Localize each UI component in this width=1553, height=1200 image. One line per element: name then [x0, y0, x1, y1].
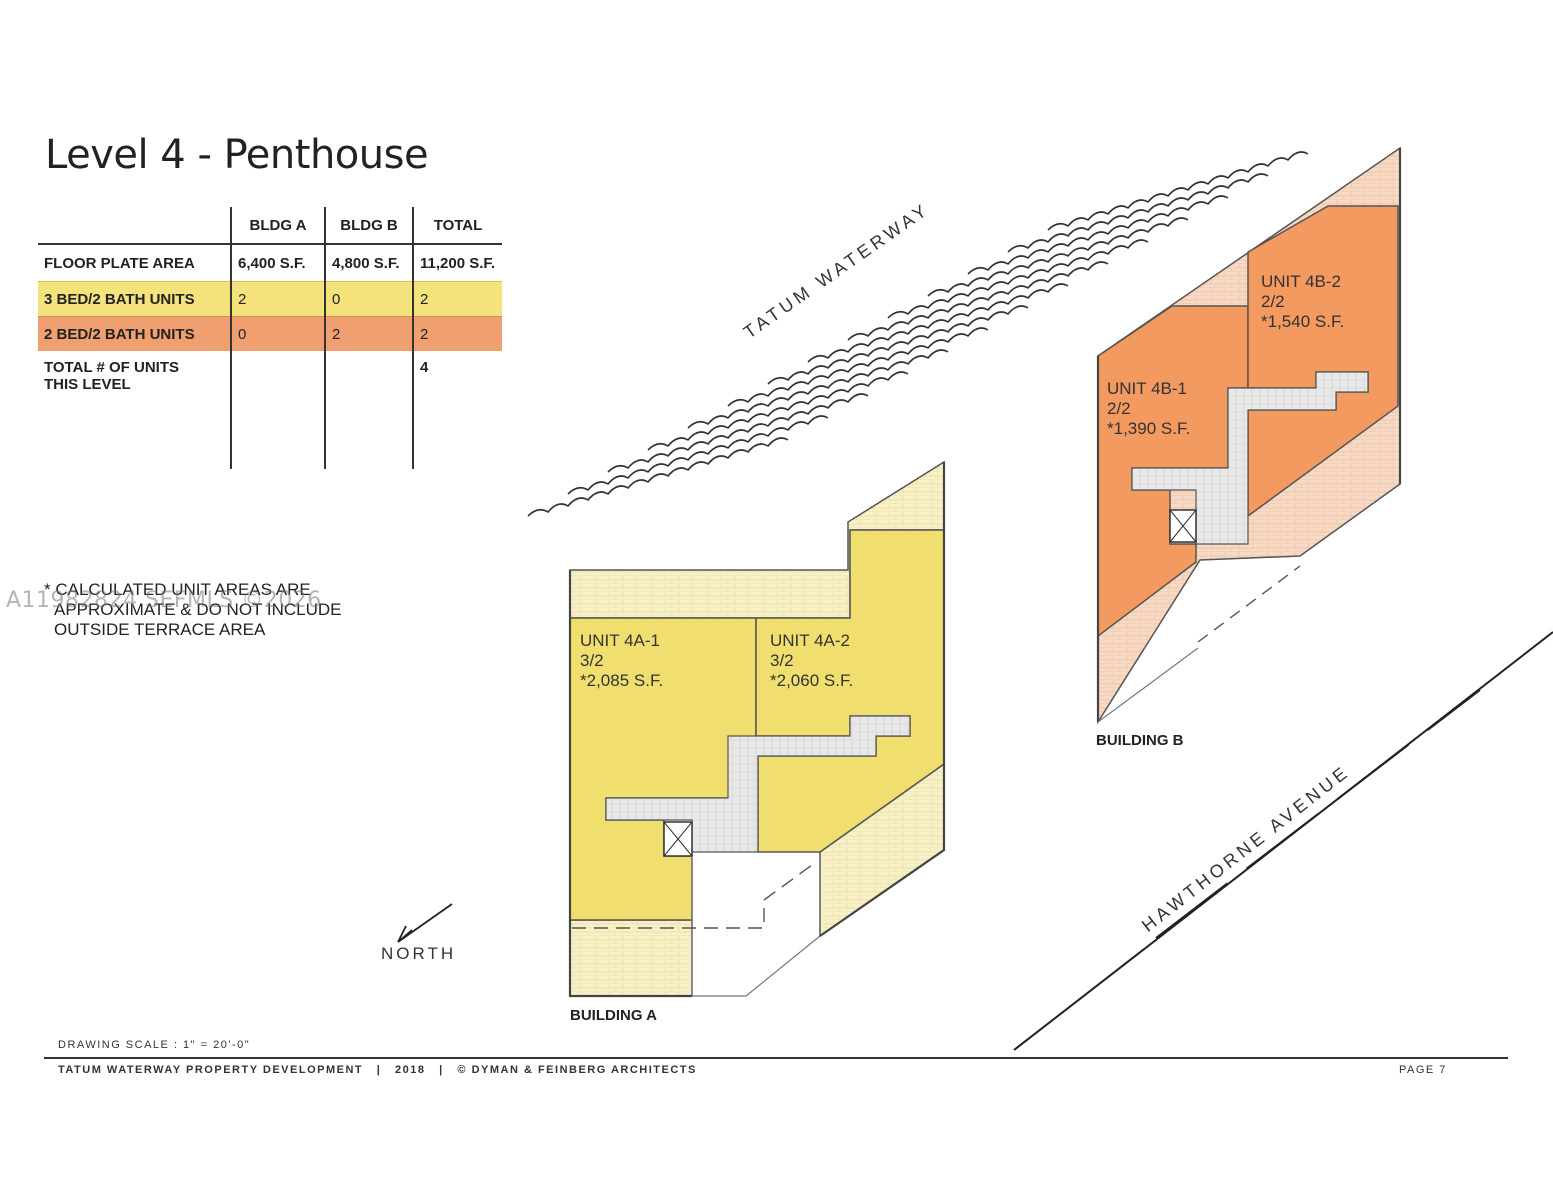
corridor-a: [605, 715, 911, 853]
building-a-label: BUILDING A: [570, 1007, 657, 1024]
area-summary-table: BLDG A BLDG B TOTAL FLOOR PLATE AREA 6,4…: [38, 207, 502, 469]
north-arrow-icon: [397, 903, 453, 943]
unit-4b2-area-text: *1,540 S.F.: [1261, 312, 1345, 331]
note-line1: * CALCULATED UNIT AREAS ARE: [44, 580, 311, 599]
footer-project: TATUM WATERWAY PROPERTY DEVELOPMENT | 20…: [58, 1064, 697, 1076]
unit-4b1-type: 2/2: [1107, 399, 1131, 418]
row-label: 3 BED/2 BATH UNITS: [38, 281, 231, 317]
row-label: 2 BED/2 BATH UNITS: [38, 316, 231, 351]
note-line3: OUTSIDE TERRACE AREA: [54, 620, 266, 639]
cell-bldg-b: [324, 351, 413, 469]
unit-4b2-type: 2/2: [1261, 292, 1285, 311]
cell-bldg-a: 0: [230, 316, 325, 351]
unit-4a2-name: UNIT 4A-2: [770, 631, 850, 650]
cell-total: 2: [412, 281, 502, 317]
page-title: Level 4 - Penthouse: [45, 132, 429, 178]
table-header-bldg-b: BLDG B: [324, 207, 413, 244]
table-header-bldg-a: BLDG A: [230, 207, 325, 244]
north-label: NORTH: [381, 944, 457, 963]
page-number: PAGE 7: [1399, 1064, 1447, 1076]
unit-4a1-area-text: *2,085 S.F.: [580, 671, 664, 690]
cell-total: 2: [412, 316, 502, 351]
row-label: FLOOR PLATE AREA: [38, 243, 231, 282]
table-row: FLOOR PLATE AREA 6,400 S.F. 4,800 S.F. 1…: [38, 243, 502, 282]
cell-total: 11,200 S.F.: [412, 243, 502, 282]
building-b-label: BUILDING B: [1096, 732, 1184, 749]
unit-4b2-label: UNIT 4B-2 2/2 *1,540 S.F.: [1261, 272, 1344, 332]
table-row: 2 BED/2 BATH UNITS 0 2 2: [38, 316, 502, 351]
table-row: TOTAL # OF UNITS THIS LEVEL 4: [38, 351, 502, 469]
unit-4b1-area-text: *1,390 S.F.: [1107, 419, 1191, 438]
table-row: 3 BED/2 BATH UNITS 2 0 2: [38, 281, 502, 317]
table-header-total: TOTAL: [412, 207, 502, 244]
watermark: A11982824 SEFMLS ©2026: [6, 588, 322, 613]
unit-4a2-type: 3/2: [770, 651, 794, 670]
cell-bldg-a: [230, 351, 325, 469]
cell-bldg-b: 0: [324, 281, 413, 317]
area-note: * CALCULATED UNIT AREAS ARE APPROXIMATE …: [44, 580, 341, 640]
row-label: TOTAL # OF UNITS THIS LEVEL: [38, 351, 231, 469]
hawthorne-avenue-lines: [1013, 631, 1553, 1051]
unit-4b1-name: UNIT 4B-1: [1107, 379, 1187, 398]
building-a-plan: [568, 460, 946, 998]
cell-total: 4: [412, 351, 502, 469]
cell-bldg-a: 2: [230, 281, 325, 317]
unit-4a2-area-text: *2,060 S.F.: [770, 671, 854, 690]
waterway-waves: [527, 151, 1309, 517]
unit-4a1-type: 3/2: [580, 651, 604, 670]
unit-4b2-name: UNIT 4B-2: [1261, 272, 1341, 291]
cell-bldg-a: 6,400 S.F.: [230, 243, 325, 282]
building-b-plan: [1096, 146, 1402, 725]
row-label-line2: THIS LEVEL: [44, 376, 131, 393]
footer-divider: [44, 1057, 1508, 1059]
unit-4a1-name: UNIT 4A-1: [580, 631, 660, 650]
unit-4a2-label: UNIT 4A-2 3/2 *2,060 S.F.: [770, 631, 853, 691]
table-header-row: BLDG A BLDG B TOTAL: [38, 207, 502, 244]
row-label-line1: TOTAL # OF UNITS: [44, 359, 180, 376]
note-line2: APPROXIMATE & DO NOT INCLUDE: [54, 600, 342, 619]
drawing-scale: DRAWING SCALE : 1" = 20'-0": [58, 1039, 251, 1051]
unit-4a1-label: UNIT 4A-1 3/2 *2,085 S.F.: [580, 631, 663, 691]
cell-bldg-b: 2: [324, 316, 413, 351]
unit-4b1-label: UNIT 4B-1 2/2 *1,390 S.F.: [1107, 379, 1190, 439]
corridor-b: [1131, 371, 1369, 545]
cell-bldg-b: 4,800 S.F.: [324, 243, 413, 282]
